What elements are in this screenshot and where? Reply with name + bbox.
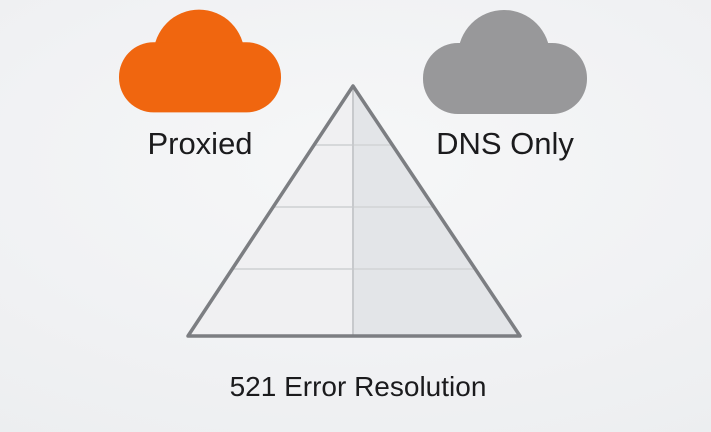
pyramid-outline [186,84,522,338]
pyramid-right-half [353,86,520,336]
dns-only-label: DNS Only [436,126,574,161]
dns-only-cloud-icon [423,10,587,114]
pyramid-caption: 521 Error Resolution [229,371,487,402]
cloud-body [119,42,281,113]
proxied-cloud-icon [119,9,281,113]
resolution-pyramid [186,84,522,338]
proxied-label: Proxied [147,126,253,161]
pyramid-left-half [188,86,353,336]
cloud-body [423,43,587,114]
